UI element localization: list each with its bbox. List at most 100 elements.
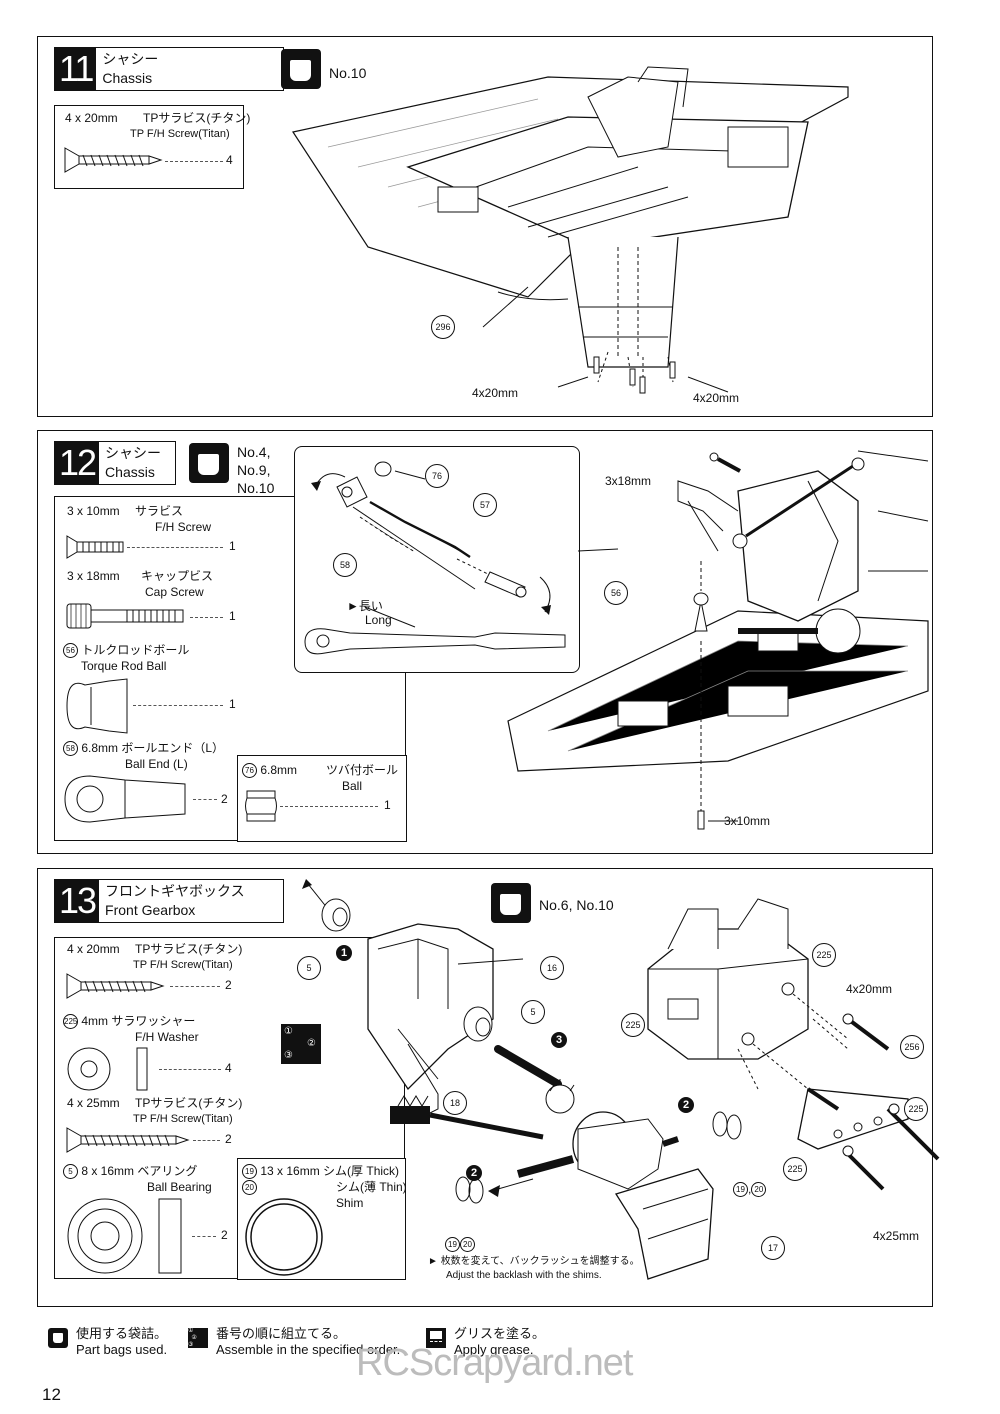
- part-qty: 1: [384, 798, 391, 812]
- bag-indicator: No.6, No.10: [491, 883, 614, 923]
- part-qty: 2: [225, 978, 232, 992]
- step-11-section: 11 シャシー Chassis No.10 4 x 20mm TPサラビス(チタ…: [37, 36, 933, 417]
- callout-76: 76: [425, 464, 449, 488]
- bag-indicator: No.10: [281, 49, 366, 89]
- part-name-jp: サラビス: [135, 504, 184, 518]
- bag-label-3: No.10: [237, 480, 275, 496]
- screw-icon: [66, 1127, 190, 1153]
- part-id: 76: [242, 763, 257, 779]
- screw-label-right: 4x20mm: [693, 391, 740, 405]
- part-qty: 1: [229, 539, 236, 553]
- bag-indicator: No.4, No.9, No.10: [189, 443, 274, 497]
- part-name-en: TP F/H Screw(Titan): [133, 959, 233, 971]
- parts-list: 4 x 20mm TPサラビス(チタン) TP F/H Screw(Titan)…: [54, 937, 407, 1280]
- washer-icon: [67, 1047, 148, 1091]
- step-12-header: 12 シャシー Chassis: [54, 441, 176, 485]
- seq-marker-1: 1: [336, 945, 352, 961]
- part-qty: 4: [226, 153, 233, 167]
- part-name-jp: 5 8 x 16mm ベアリング: [63, 1164, 197, 1180]
- part-qty: 2: [221, 792, 228, 806]
- callout-16: 16: [540, 956, 564, 980]
- seq-marker-2: 2: [678, 1097, 694, 1113]
- part-name-jp: ツバ付ボール: [326, 763, 399, 777]
- screw-label-bottom: 3x10mm: [724, 814, 771, 828]
- callout-58: 58: [333, 553, 357, 577]
- part-name-en: TP F/H Screw(Titan): [133, 1113, 233, 1125]
- step-11-header: 11 シャシー Chassis: [54, 47, 284, 91]
- step-13-section: 13 フロントギヤボックス Front Gearbox No.6, No.10 …: [37, 868, 940, 1307]
- part-qty: 2: [221, 1228, 228, 1242]
- step-title-en: Chassis: [102, 70, 153, 86]
- watermark: RCScrapyard.net: [356, 1342, 633, 1384]
- part-id: 225: [63, 1014, 78, 1030]
- callout-18: 18: [443, 1091, 467, 1115]
- part-id: 56: [63, 643, 78, 659]
- legend-bag: 使用する袋詰。 Part bags used.: [48, 1326, 167, 1358]
- screw-label-top: 4x20mm: [846, 982, 893, 996]
- part-name-jp: 225 4mm サラワッシャー: [63, 1014, 196, 1030]
- ball-end-icon: [64, 775, 186, 823]
- step-title-jp: フロントギヤボックス: [105, 883, 245, 899]
- bag-label: No.6, No.10: [539, 897, 614, 913]
- long-label-jp: ►長い: [347, 599, 383, 613]
- part-name-jp: キャップビス: [141, 569, 214, 583]
- legend-grease: グリスを塗る。 Apply grease.: [426, 1326, 545, 1358]
- bearing-icon: [67, 1198, 182, 1274]
- part-size: 4 x 20mm: [67, 942, 120, 956]
- step-title-jp: シャシー: [105, 445, 162, 461]
- screw-icon: [64, 147, 163, 173]
- bag-label-1: No.4,: [237, 444, 271, 460]
- ball-icon: [245, 790, 277, 822]
- shim-icon: [245, 1198, 323, 1276]
- legend-text-en: Assemble in the specified order.: [216, 1342, 401, 1357]
- legend-text-en: Part bags used.: [76, 1342, 168, 1357]
- part-name-en: Ball: [342, 779, 363, 793]
- part-name-jp: 76 6.8mm: [242, 763, 297, 779]
- part-qty: 2: [225, 1132, 232, 1146]
- parts-list: 4 x 20mm TPサラビス(チタン) TP F/H Screw(Titan)…: [54, 105, 250, 189]
- part-name-jp2: シム(薄 Thin): [336, 1180, 407, 1194]
- callout-17: 17: [761, 1236, 785, 1260]
- part-name-jp2: 20: [242, 1180, 257, 1196]
- parts-sub-box: 76 6.8mm ツバ付ボール Ball 1: [237, 755, 407, 842]
- rear-chassis-drawing: [507, 450, 929, 830]
- step-number: 13: [55, 880, 100, 922]
- chassis-drawing: [292, 66, 849, 394]
- step-12-section: 12 シャシー Chassis No.4, No.9, No.10 3 x 10…: [37, 430, 933, 854]
- step-title-en: Front Gearbox: [105, 902, 196, 918]
- backlash-note-en: Adjust the backlash with the shims.: [446, 1270, 602, 1281]
- bag-icon: [189, 443, 229, 483]
- part-qty: 1: [229, 697, 236, 711]
- parts-sub-box: 19 13 x 16mm シム(厚 Thick) 20 シム(薄 Thin) S…: [237, 1158, 407, 1280]
- long-label-en: Long: [365, 613, 392, 627]
- legend-text-jp: 番号の順に組立てる。: [216, 1326, 347, 1341]
- part-size: 3 x 10mm: [67, 504, 120, 518]
- part-name-en: Cap Screw: [145, 585, 204, 599]
- part-name-en: F/H Washer: [135, 1030, 199, 1044]
- gearbox-exploded-drawing: [302, 879, 742, 1280]
- grease-icon: [426, 1328, 446, 1348]
- flat-screw-icon: [66, 535, 124, 559]
- legend-text-jp: 使用する袋詰。: [76, 1326, 168, 1341]
- callout-225: 225: [783, 1157, 807, 1181]
- part-name-en: TP F/H Screw(Titan): [130, 128, 230, 140]
- step-title-jp: シャシー: [102, 51, 159, 67]
- part-id: 58: [63, 741, 78, 757]
- callout-plate: 296: [431, 315, 455, 339]
- seq-marker-3: 3: [551, 1032, 567, 1048]
- page-number: 12: [42, 1385, 61, 1404]
- part-id: 19: [242, 1164, 257, 1180]
- part-name-en: Shim: [336, 1196, 364, 1210]
- part-qty: 4: [225, 1061, 232, 1075]
- bag-label: No.10: [329, 65, 367, 81]
- screw-label-top: 3x18mm: [605, 474, 652, 488]
- part-name-jp: TPサラビス(チタン): [135, 1096, 243, 1110]
- part-qty: 1: [229, 609, 236, 623]
- callout-225: 225: [621, 1013, 645, 1037]
- callout-5: 5: [297, 956, 321, 980]
- screw-label-left: 4x20mm: [472, 386, 519, 400]
- callout-225: 225: [812, 943, 836, 967]
- part-name-jp: TPサラビス(チタン): [143, 111, 251, 125]
- bag-icon: [281, 49, 321, 89]
